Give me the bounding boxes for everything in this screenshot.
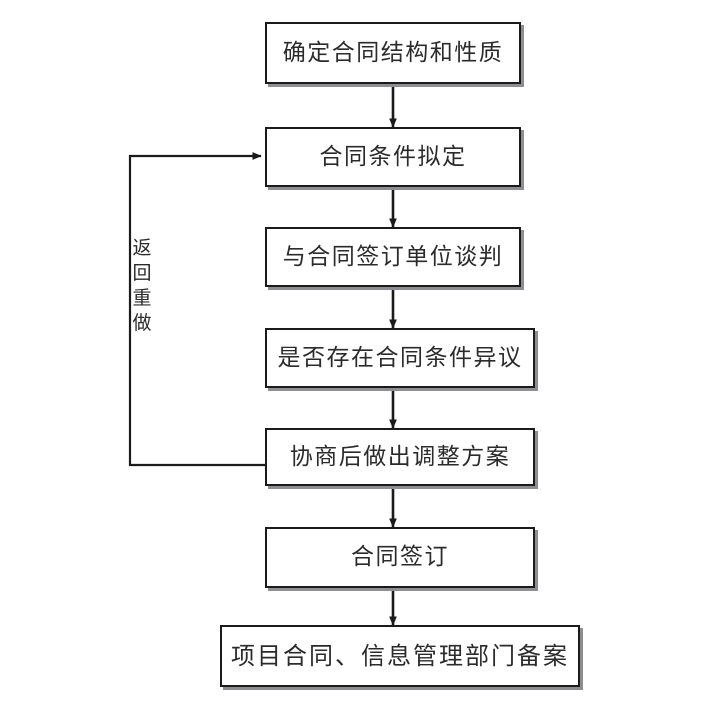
node-draft-contract-terms[interactable]: 合同条件拟定 <box>265 127 521 187</box>
node-make-adjustment-plan[interactable]: 协商后做出调整方案 <box>265 428 535 486</box>
node-determine-contract-structure[interactable]: 确定合同结构和性质 <box>265 22 521 84</box>
node-label: 协商后做出调整方案 <box>289 443 511 470</box>
node-file-with-management-department[interactable]: 项目合同、信息管理部门备案 <box>220 625 580 687</box>
feedback-loop-label: 返回重做 <box>132 237 152 335</box>
node-check-contract-objection[interactable]: 是否存在合同条件异议 <box>265 328 535 388</box>
node-label: 合同条件拟定 <box>319 143 467 170</box>
node-negotiate-with-signing-party[interactable]: 与合同签订单位谈判 <box>265 227 521 287</box>
node-label: 合同签订 <box>351 544 449 570</box>
node-sign-contract[interactable]: 合同签订 <box>265 527 535 588</box>
node-label: 是否存在合同条件异议 <box>277 344 523 371</box>
node-label: 与合同签订单位谈判 <box>282 243 504 270</box>
connector-feedback-loop <box>128 152 265 467</box>
node-label: 确定合同结构和性质 <box>282 39 504 66</box>
node-label: 项目合同、信息管理部门备案 <box>231 642 569 670</box>
